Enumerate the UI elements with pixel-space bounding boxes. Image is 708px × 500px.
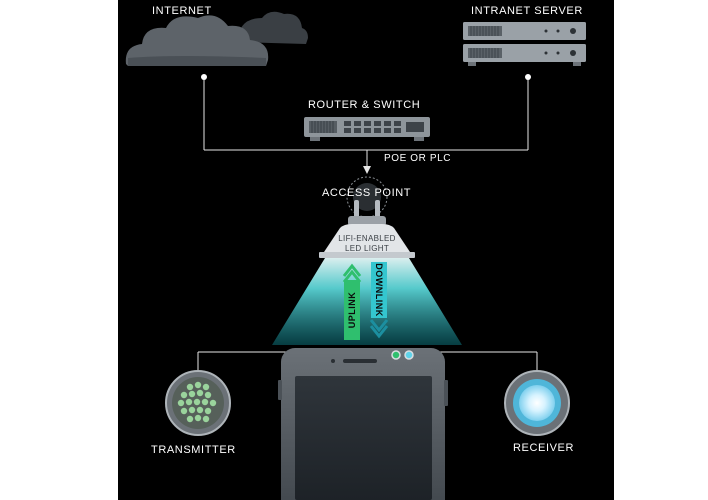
internet-link-dot <box>201 74 207 80</box>
server-rack-icon <box>463 22 586 66</box>
poe-arrow-head <box>363 166 371 174</box>
phone-receiver-sensor <box>404 350 414 360</box>
led-bulb-icon <box>319 200 415 258</box>
server-link-dot <box>525 74 531 80</box>
uplink-label: UPLINK <box>347 291 357 329</box>
poe-plc-label: POE OR PLC <box>384 153 452 164</box>
lifi-network-diagram: INTERNET INTRANET SERVER ROUTER & SWITCH… <box>118 0 614 500</box>
intranet-server-label: INTRANET SERVER <box>471 5 583 17</box>
cloud-icon <box>125 11 308 67</box>
downlink-arrow <box>369 262 389 339</box>
transmitter-led-icon <box>165 370 231 436</box>
router-icon <box>304 117 430 141</box>
downlink-label: DOWNLINK <box>374 263 384 317</box>
light-beam <box>272 258 462 345</box>
led-light-label-line2: LED LIGHT <box>344 244 390 253</box>
router-switch-label: ROUTER & SWITCH <box>308 99 421 111</box>
phone-transmitter-led <box>391 350 401 360</box>
uplink-arrow <box>342 263 362 340</box>
smartphone-icon <box>278 348 448 500</box>
access-point-label: ACCESS POINT <box>322 187 412 199</box>
internet-label: INTERNET <box>152 5 212 17</box>
diagram-canvas <box>125 11 586 500</box>
receiver-label: RECEIVER <box>513 442 575 454</box>
receiver-photodiode-icon <box>504 370 570 436</box>
led-light-label: LIFI-ENABLED LED LIGHT <box>323 234 411 254</box>
access-point-icon <box>346 176 388 218</box>
transmitter-label: TRANSMITTER <box>151 444 236 456</box>
led-light-label-line1: LIFI-ENABLED <box>338 234 396 243</box>
